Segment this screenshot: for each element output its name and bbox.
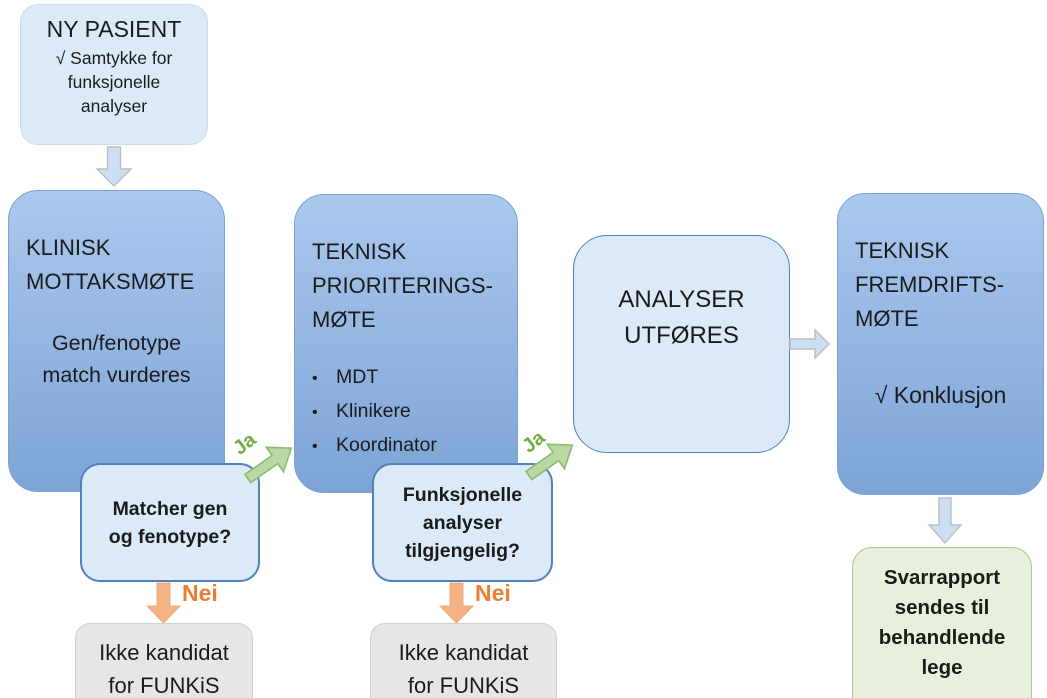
analyser-utfores-box: ANALYSER UTFØRES bbox=[573, 235, 790, 453]
arrow-no-icon bbox=[145, 582, 182, 624]
teknisk-prioriteringsmote-title: TEKNISK PRIORITERINGS- MØTE bbox=[312, 239, 493, 332]
new-patient-box: NY PASIENT √ Samtykke for funksjonelle a… bbox=[20, 4, 208, 145]
ikke-kandidat-box: Ikke kandidat for FUNKiS bbox=[75, 623, 253, 698]
new-patient-consent-text: √ Samtykke for funksjonelle analyser bbox=[55, 48, 173, 116]
klinisk-mottaksmote-box: KLINISK MOTTAKSMØTE Gen/fenotype match v… bbox=[8, 190, 225, 492]
decision-gen-fenotype-label: Matcher gen og fenotype? bbox=[108, 497, 232, 548]
teknisk-prioriteringsmote-box: TEKNISK PRIORITERINGS- MØTE • MDT • Klin… bbox=[294, 194, 518, 493]
bullet-item: • Koordinator bbox=[312, 429, 517, 463]
klinisk-mottaksmote-body: Gen/fenotype match vurderes bbox=[42, 331, 191, 387]
arrow-no-icon bbox=[438, 582, 475, 624]
arrow-down-icon bbox=[95, 146, 133, 187]
no-label: Nei bbox=[475, 580, 511, 606]
new-patient-title: NY PASIENT bbox=[46, 16, 182, 42]
bullet-item: • Klinikere bbox=[312, 395, 517, 429]
teknisk-fremdriftsmote-konklusjon: √ Konklusjon bbox=[874, 382, 1007, 408]
teknisk-fremdriftsmote-box: TEKNISK FREMDRIFTS- MØTE √ Konklusjon bbox=[837, 193, 1044, 495]
bullet-item: • MDT bbox=[312, 361, 517, 395]
arrow-right-icon bbox=[789, 328, 830, 360]
arrow-yes-icon bbox=[243, 446, 293, 484]
arrow-down-icon bbox=[927, 497, 963, 545]
ikke-kandidat-box: Ikke kandidat for FUNKiS bbox=[370, 623, 557, 698]
bullet-icon: • bbox=[312, 404, 318, 421]
bullet-icon: • bbox=[312, 438, 318, 455]
no-label: Nei bbox=[182, 580, 218, 606]
teknisk-prioriteringsmote-bullets: • MDT • Klinikere • Koordinator bbox=[295, 361, 517, 463]
arrow-yes-icon bbox=[524, 443, 574, 481]
decision-funksjonelle-analyser-box: Funksjonelle analyser tilgjengelig? bbox=[372, 463, 553, 582]
svarrapport-box: Svarrapport sendes til behandlende lege bbox=[852, 547, 1032, 698]
decision-gen-fenotype-box: Matcher gen og fenotype? bbox=[80, 463, 260, 582]
klinisk-mottaksmote-title: KLINISK MOTTAKSMØTE bbox=[26, 235, 195, 294]
teknisk-fremdriftsmote-title: TEKNISK FREMDRIFTS- MØTE bbox=[855, 238, 1005, 331]
bullet-icon: • bbox=[312, 370, 318, 387]
bullet-label: Koordinator bbox=[336, 434, 437, 456]
analyser-utfores-title: ANALYSER UTFØRES bbox=[618, 286, 745, 349]
decision-funksjonelle-analyser-label: Funksjonelle analyser tilgjengelig? bbox=[402, 483, 523, 562]
bullet-label: Klinikere bbox=[336, 400, 411, 422]
bullet-label: MDT bbox=[336, 366, 379, 388]
